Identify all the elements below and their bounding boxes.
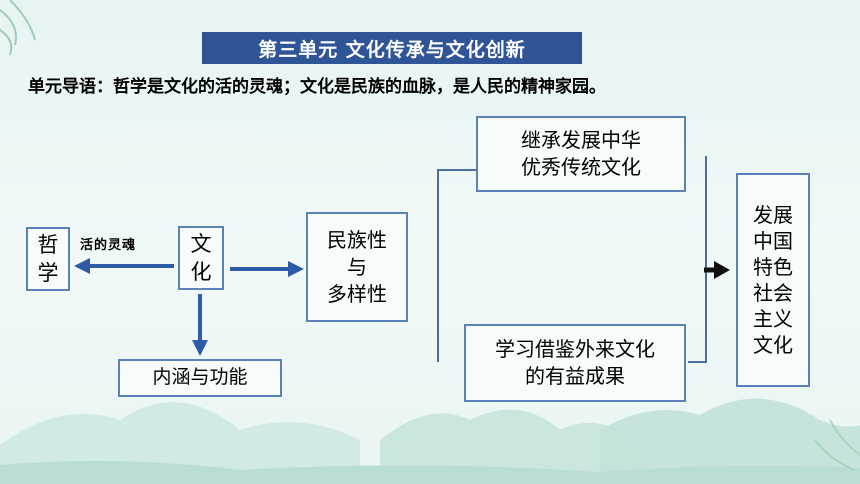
node-connotation[interactable]: 内涵与功能 — [118, 359, 282, 397]
node-learn-line-1: 学习借鉴外来文化 — [495, 337, 655, 361]
node-nationality[interactable]: 民族性 与 多样性 — [306, 212, 408, 322]
unit-title: 第三单元 文化传承与文化创新 — [202, 32, 582, 64]
node-develop-line-5: 主义 — [753, 307, 793, 331]
node-learn[interactable]: 学习借鉴外来文化 的有益成果 — [464, 324, 686, 402]
node-develop-line-6: 文化 — [753, 333, 793, 357]
node-philosophy[interactable]: 哲 学 — [26, 227, 70, 291]
node-nationality-line-2: 与 — [347, 254, 367, 279]
node-develop-line-4: 社会 — [753, 281, 793, 305]
unit-intro: 单元导语：哲学是文化的活的灵魂；文化是民族的血脉，是人民的精神家园。 — [28, 77, 606, 97]
node-culture-char-2: 化 — [190, 260, 212, 284]
node-philosophy-char-1: 哲 — [37, 232, 59, 257]
node-inherit[interactable]: 继承发展中华 优秀传统文化 — [476, 116, 686, 192]
node-inherit-line-1: 继承发展中华 — [521, 128, 641, 152]
soul-label: 活的灵魂 — [80, 238, 137, 253]
node-culture-char-1: 文 — [190, 231, 212, 256]
node-learn-line-2: 的有益成果 — [525, 364, 625, 388]
node-develop[interactable]: 发展 中国 特色 社会 主义 文化 — [736, 173, 810, 387]
node-inherit-line-2: 优秀传统文化 — [521, 155, 641, 179]
node-develop-line-2: 中国 — [753, 229, 793, 253]
node-philosophy-char-2: 学 — [37, 261, 59, 285]
node-culture[interactable]: 文 化 — [178, 226, 224, 290]
node-nationality-line-3: 多样性 — [327, 281, 387, 306]
node-develop-line-1: 发展 — [753, 203, 793, 227]
node-develop-line-3: 特色 — [753, 255, 793, 279]
node-nationality-line-1: 民族性 — [327, 227, 387, 252]
